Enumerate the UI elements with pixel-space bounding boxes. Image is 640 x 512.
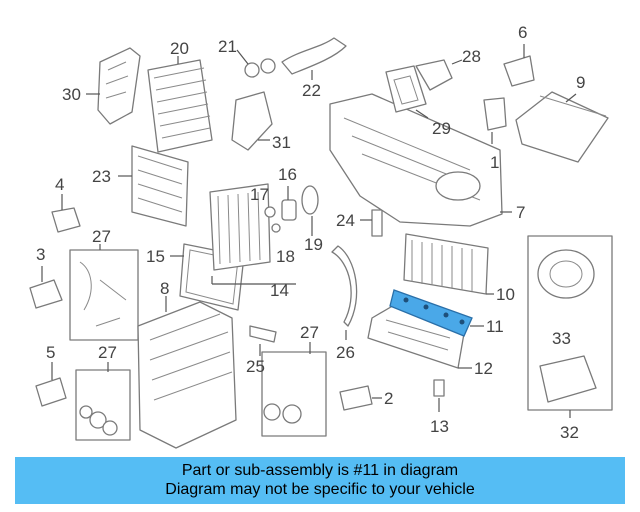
callout-30: 30 [62,85,81,104]
part-27-group-b [75,362,131,441]
callout-7: 7 [516,203,525,222]
info-banner: Part or sub-assembly is #11 in diagram D… [15,457,625,504]
part-7-main-housing [329,93,512,227]
part-23-heater-radiator [118,145,189,227]
part-27-group-c [261,342,327,437]
part-10-cabin-filter [403,233,494,295]
callout-19: 19 [304,235,323,254]
callout-27a: 27 [92,227,111,246]
callout-14: 14 [270,281,289,300]
part-26-drain-hose [331,245,358,340]
callout-17: 17 [250,185,269,204]
callout-27b: 27 [300,323,319,342]
part-19-seal [301,185,319,236]
part-3-actuator [29,266,63,309]
part-4-sensor [51,194,81,233]
callout-15: 15 [146,247,165,266]
callout-6: 6 [518,23,527,42]
callout-8: 8 [160,279,169,298]
callout-24: 24 [336,211,355,230]
part-9-housing [515,91,609,163]
part-28-29-seals [385,59,463,119]
part-31-bracket [231,91,273,151]
part-30-bracket [86,47,141,125]
part-14-evaporator [209,183,296,285]
callout-12: 12 [474,359,493,378]
callout-1: 1 [490,153,499,172]
callout-23: 23 [92,167,111,186]
callout-28: 28 [462,47,481,66]
part-25-clip [249,325,277,356]
callout-11: 11 [486,317,504,336]
callout-5: 5 [46,343,55,362]
callout-4: 4 [55,175,64,194]
callout-3: 3 [36,245,45,264]
banner-line-2: Diagram may not be specific to your vehi… [165,481,475,498]
part-1-actuator [483,97,507,144]
callout-16: 16 [278,165,297,184]
part-11-highlighted [389,289,484,337]
callout-22: 22 [302,81,321,100]
part-2-switch [339,385,382,411]
callout-13: 13 [430,417,449,436]
callout-29: 29 [432,119,451,138]
callout-10: 10 [496,285,515,304]
callout-32: 32 [560,423,579,442]
part-5-actuator [35,362,67,407]
callout-27c: 27 [98,343,117,362]
part-13-bolt [433,379,445,412]
banner-line-1: Part or sub-assembly is #11 in diagram [181,462,459,479]
parts-diagram: 1 2 3 4 5 6 7 8 9 10 11 12 13 14 15 16 1… [29,23,613,449]
part-6-bracket [503,44,535,87]
part-11-shape [389,289,473,337]
callout-26: 26 [336,343,355,362]
part-20-heater-core [147,56,213,153]
part-27-group-a [69,244,139,341]
callout-labels: 1 2 3 4 5 6 7 8 9 10 11 12 13 14 15 16 1… [36,23,585,442]
callout-21: 21 [218,37,237,56]
callout-2: 2 [384,389,393,408]
callout-31: 31 [272,133,291,152]
callout-20: 20 [170,39,189,58]
part-16-17-18-valves [264,186,297,233]
callout-25: 25 [246,357,265,376]
part-8-lower-housing [137,296,237,449]
callout-9: 9 [576,73,585,92]
part-32-blower-group [527,235,613,418]
part-24-temp-sensor [360,209,383,237]
callout-33: 33 [552,329,571,348]
callout-18: 18 [276,247,295,266]
part-21-22-pipes [236,37,347,80]
